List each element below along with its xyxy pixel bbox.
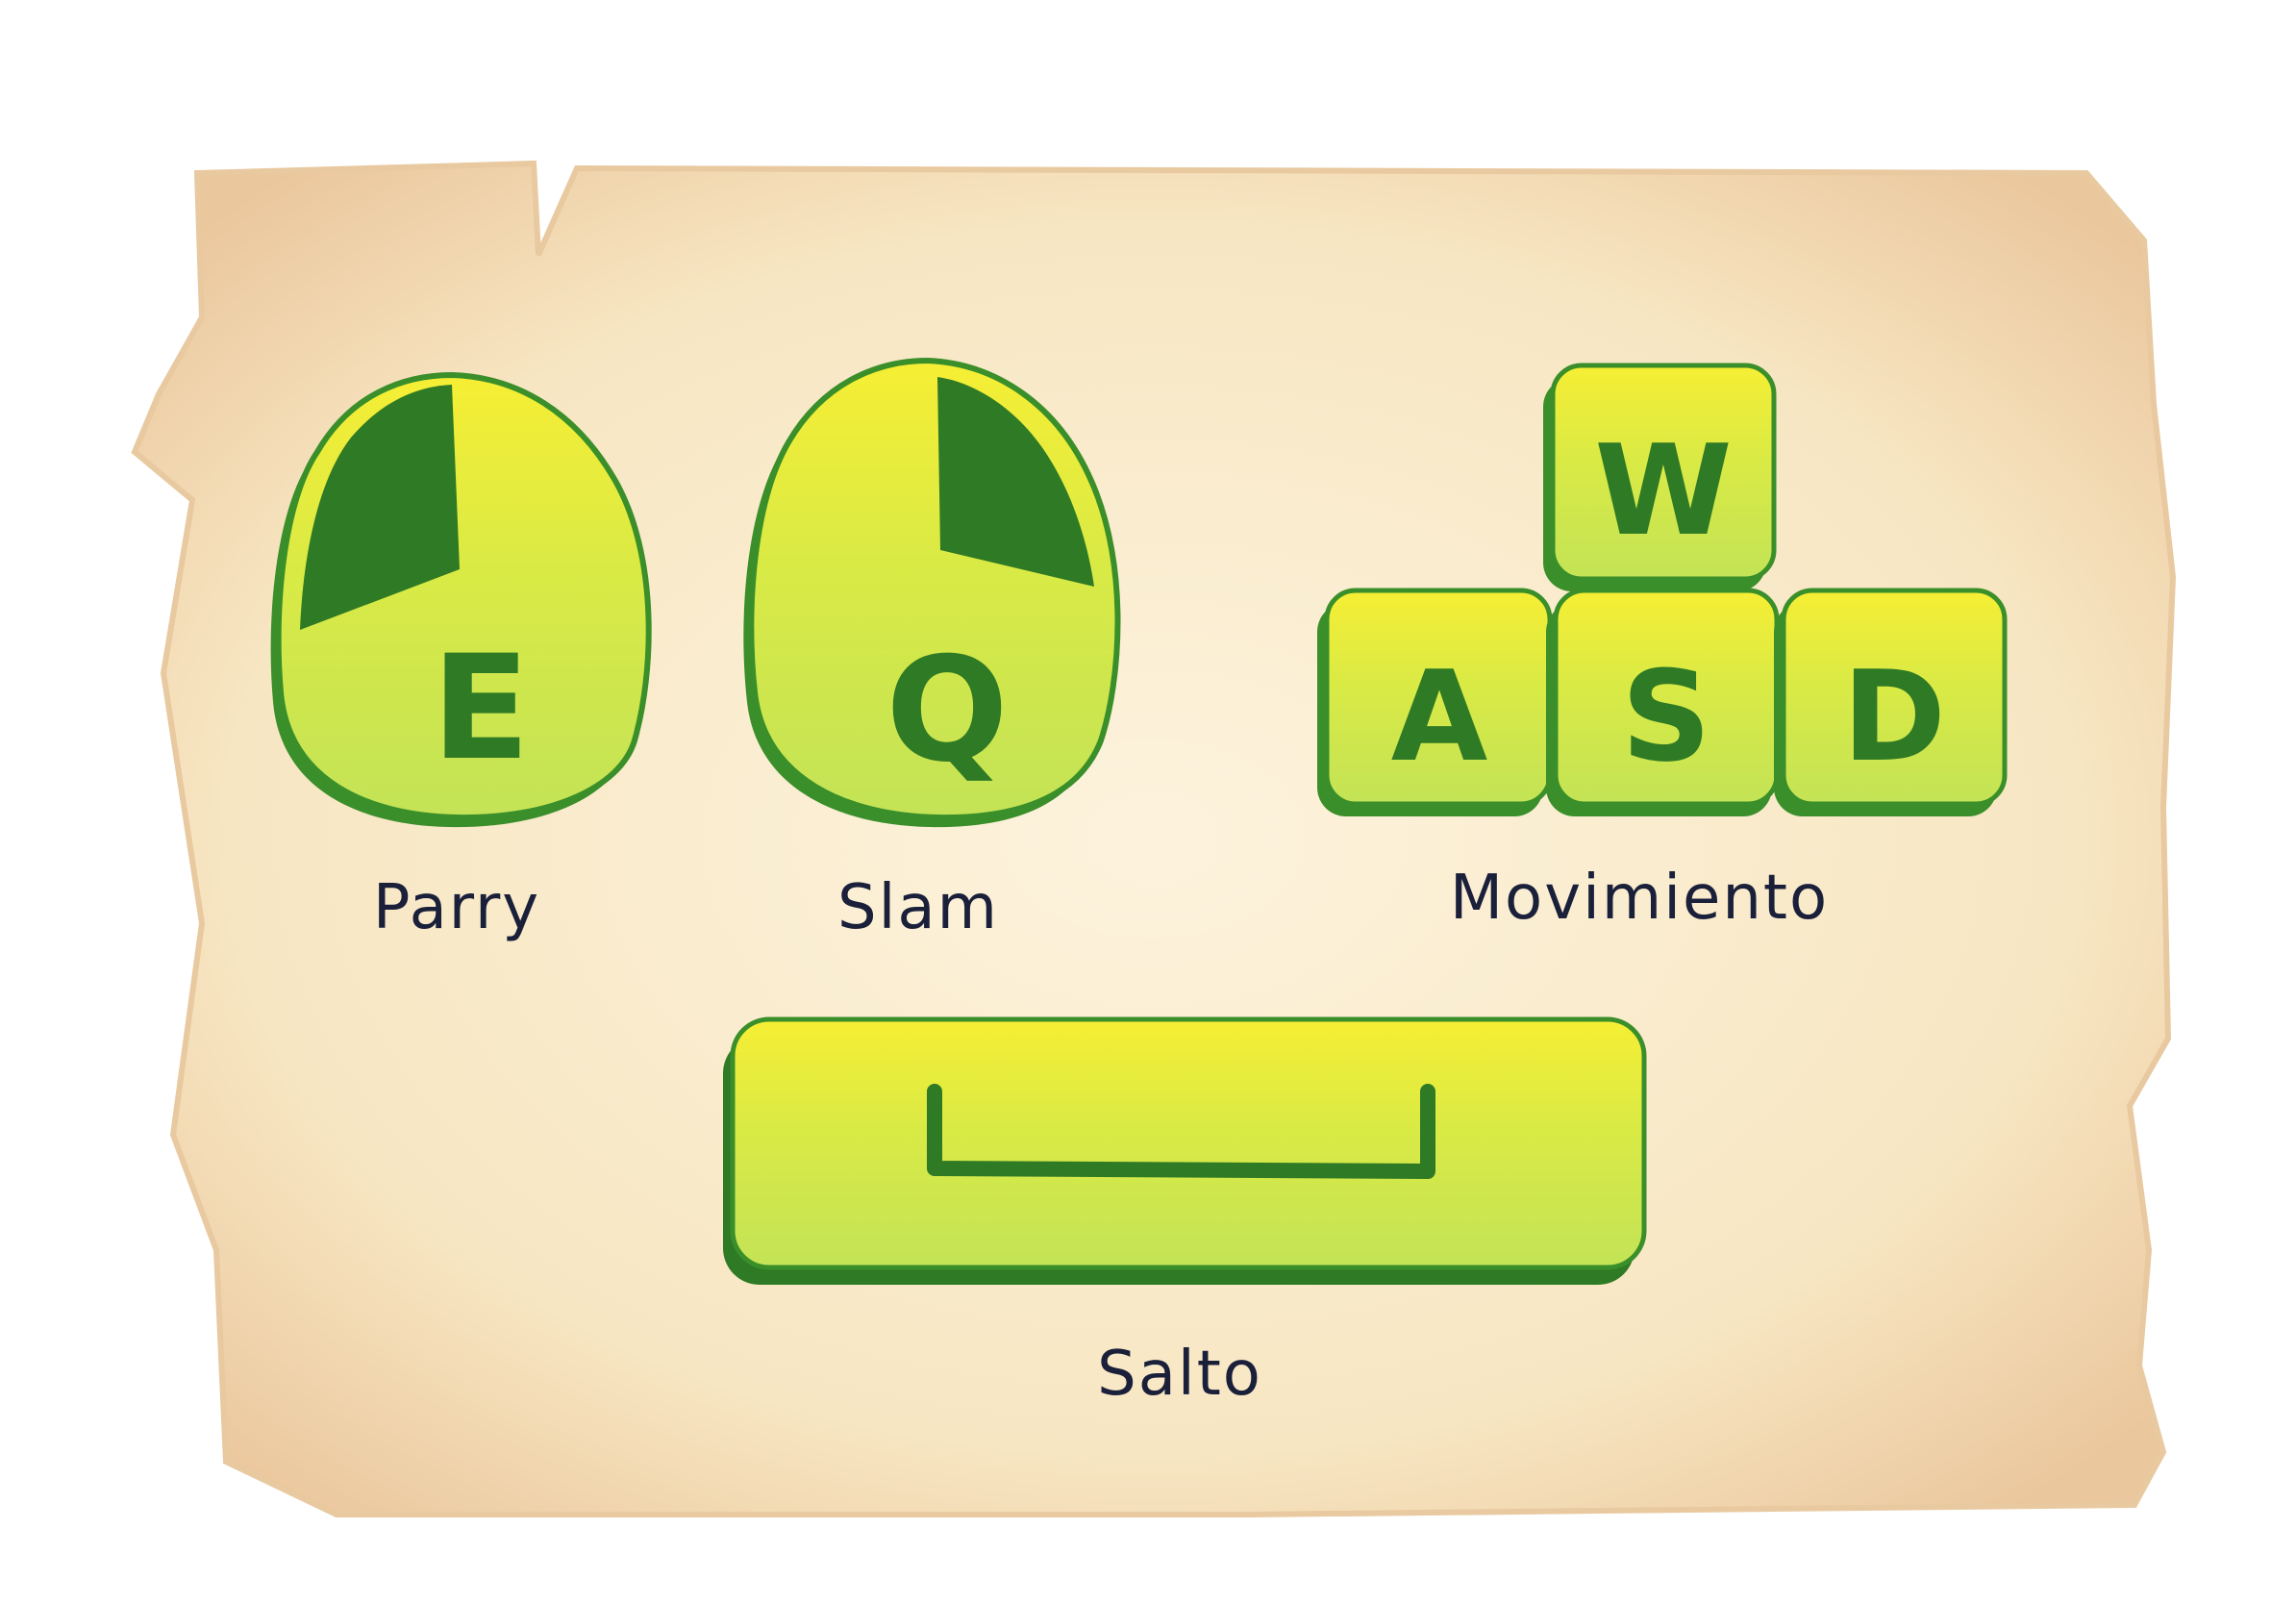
key-a-letter[interactable]: A	[1391, 643, 1488, 789]
parchment-background	[131, 160, 2177, 1517]
cooldown-indicator	[300, 385, 460, 630]
slam-label: Slam	[837, 872, 999, 943]
cooldown-indicator	[937, 377, 1094, 587]
jump-label: Salto	[1097, 1339, 1262, 1410]
parry-key-letter: E	[432, 625, 530, 792]
key-s-letter: S	[1621, 643, 1711, 789]
slam-key-letter: Q	[886, 627, 1009, 794]
parry-key[interactable]: E	[270, 371, 652, 828]
parry-label: Parry	[373, 872, 540, 943]
key-w-letter: W	[1594, 417, 1732, 564]
slam-key[interactable]: Q	[743, 357, 1121, 828]
movement-label: Movimiento	[1450, 863, 1829, 934]
spacebar-key[interactable]	[723, 1016, 1647, 1285]
spacebar-icon	[927, 1084, 1435, 1179]
key-d-letter: D	[1842, 643, 1946, 789]
movement-keys: W A S D	[1317, 363, 2008, 816]
key-w[interactable]: W	[1543, 363, 1777, 591]
key-a[interactable]: A	[1317, 588, 1553, 816]
key-s[interactable]: S	[1546, 588, 1780, 816]
key-d[interactable]: D	[1774, 588, 2008, 816]
